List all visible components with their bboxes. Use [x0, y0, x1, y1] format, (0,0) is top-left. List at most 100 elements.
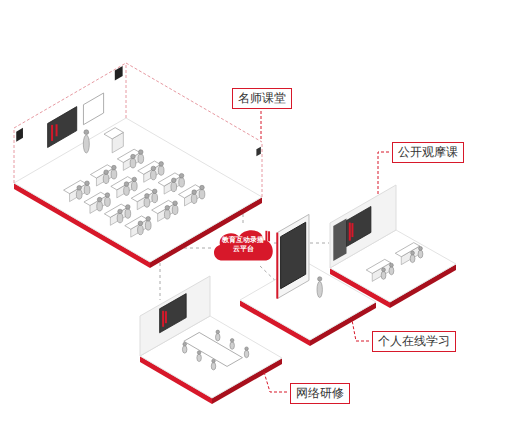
- desk-top: [179, 185, 202, 198]
- person-body: [197, 354, 202, 362]
- person-head: [159, 162, 164, 167]
- logo-bar: [165, 311, 167, 323]
- person-body: [125, 209, 131, 219]
- scene-label: 公开观摩课: [398, 145, 458, 160]
- camera: [256, 147, 260, 157]
- person-head: [126, 205, 131, 210]
- desk-top: [158, 173, 181, 186]
- platform-name: 教育互动录播云平台: [221, 236, 265, 254]
- person-body: [389, 267, 394, 275]
- desk-top: [104, 204, 127, 217]
- person-head: [165, 205, 170, 210]
- person-body: [130, 158, 136, 168]
- whiteboard: [83, 93, 103, 125]
- desk-top: [138, 161, 161, 174]
- person-head: [132, 177, 137, 182]
- person-body: [124, 186, 130, 196]
- room-wall: [330, 185, 396, 268]
- person-head: [230, 339, 234, 343]
- person-body: [158, 166, 164, 176]
- cloud-platform: 教育互动录播云平台: [211, 227, 275, 263]
- person-head: [173, 201, 178, 206]
- room-outline: [262, 142, 263, 197]
- person-head: [245, 347, 249, 351]
- person-head: [390, 263, 394, 267]
- person-body: [131, 181, 137, 191]
- person-body: [381, 271, 386, 279]
- person-body: [164, 210, 170, 220]
- person-head: [131, 154, 136, 159]
- room-outline: [126, 63, 127, 118]
- person-head: [97, 197, 102, 202]
- display-screen: [160, 294, 187, 333]
- person-head: [419, 247, 423, 251]
- desk-top: [152, 200, 175, 213]
- kiosk-screen: [281, 222, 306, 288]
- person-body: [172, 205, 178, 215]
- person-head: [183, 342, 187, 346]
- person-body: [151, 170, 157, 180]
- desk-top: [64, 180, 87, 193]
- desk-top: [104, 128, 123, 139]
- scene-label: 个人在线学习: [378, 334, 450, 349]
- meeting-table: [184, 332, 243, 366]
- person-head: [197, 351, 201, 355]
- leader-line: [264, 372, 287, 392]
- callout-box: 公开观摩课: [392, 142, 464, 163]
- wall-shadow: [333, 219, 346, 262]
- desk-top: [131, 188, 154, 201]
- person-head: [104, 170, 109, 175]
- logo-bar: [56, 124, 58, 136]
- person-head: [179, 173, 184, 178]
- speaker: [16, 128, 23, 142]
- desk-top: [125, 216, 148, 229]
- logo-bar: [162, 311, 164, 327]
- desk-top: [84, 192, 107, 205]
- person-body: [111, 170, 117, 180]
- person-head: [382, 268, 386, 272]
- person-body: [199, 189, 205, 199]
- desk-top: [117, 149, 140, 162]
- person-body: [216, 333, 221, 341]
- cloud-outline: [214, 230, 273, 260]
- person-head: [200, 185, 205, 190]
- person-body: [410, 255, 415, 263]
- person-body: [76, 190, 82, 200]
- person-body: [230, 342, 235, 350]
- person-body: [105, 197, 111, 207]
- person-head: [151, 166, 156, 171]
- person-head: [112, 165, 117, 170]
- person-body: [171, 182, 177, 192]
- leader-line: [261, 111, 262, 140]
- person-head: [85, 181, 90, 186]
- person-body: [191, 194, 197, 204]
- callout-box: 网络研修: [290, 383, 350, 404]
- person-body: [138, 154, 144, 164]
- person-head: [152, 189, 157, 194]
- kiosk-edge: [276, 233, 278, 299]
- callout-box: 个人在线学习: [372, 331, 456, 352]
- person-head: [145, 194, 150, 199]
- person-body: [138, 225, 144, 235]
- person-body: [179, 178, 185, 188]
- smart-board: [48, 107, 77, 148]
- scene-label: 名师课堂: [238, 91, 286, 106]
- room-outline: [14, 128, 15, 183]
- person-body: [152, 193, 158, 203]
- leader-line: [352, 320, 369, 341]
- person-head: [105, 193, 110, 198]
- person-head: [139, 150, 144, 155]
- speaker: [115, 66, 123, 81]
- logo-bar: [349, 223, 351, 241]
- leader-line: [378, 152, 389, 194]
- person-head: [171, 178, 176, 183]
- person-body: [117, 213, 123, 223]
- person-head: [138, 221, 143, 226]
- person-body: [145, 221, 151, 231]
- person-body: [144, 198, 150, 208]
- person-body: [211, 362, 216, 370]
- desk-top: [395, 243, 419, 257]
- person-head: [146, 216, 151, 221]
- person-head: [124, 182, 129, 187]
